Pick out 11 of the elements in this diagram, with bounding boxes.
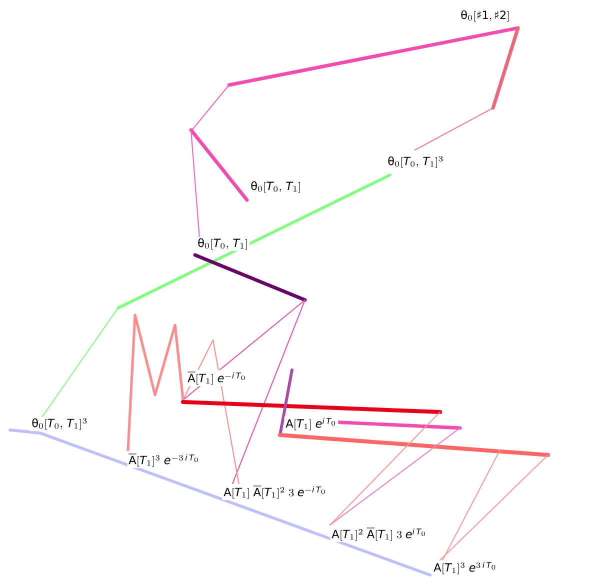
- formula-label: $\mathrm{A}[\mathit{T}_1]^3\; \mathit{e}^{3\, \mathit{i}\, \mathit{T}_0}$: [432, 560, 498, 576]
- formula-label: $\overline{\mathrm{A}}[\mathit{T}_1]^3\; \mathit{e}^{-3\, \mathit{i}\, \mathit{T}_0}$: [127, 452, 202, 468]
- formula-label: $\mathrm{θ}_0[\mathit{T}_0,\, \mathit{T}_1]$: [196, 236, 250, 251]
- formula-label: $\mathrm{θ}_0[\mathit{T}_0,\, \mathit{T}_1]$: [249, 180, 303, 194]
- formula-label: $\mathrm{A}[\mathit{T}_1]\; \overline{\mathrm{A}}[\mathit{T}_1]^2\; 3\; \mathit{e}^{-\mathit{i}\, \mathit{T}_0}$: [222, 484, 328, 500]
- formula-label: $\mathrm{θ}_0[\mathit{T}_0,\, \mathit{T}_1]^3$: [30, 416, 90, 432]
- formula-label: $\overline{\mathrm{A}}[\mathit{T}_1]\; \mathit{e}^{-\mathit{i}\, \mathit{T}_0}$: [186, 370, 248, 386]
- formula-label: $\mathrm{A}[\mathit{T}_1]\; \mathit{e}^{\mathit{i}\, \mathit{T}_0}$: [284, 416, 338, 432]
- formula-label: $\mathrm{θ}_0[\mathrm{♯1, ♯2}]$: [459, 8, 512, 23]
- formula-label: $\mathrm{A}[\mathit{T}_1]^2\; \overline{\mathrm{A}}[\mathit{T}_1]\; 3\; \mathit{e}^{\mathit{i}\, \mathit{T}_0}$: [330, 526, 428, 542]
- formula-label: $\mathrm{θ}_0[\mathit{T}_0,\, \mathit{T}_1]^3$: [386, 154, 446, 170]
